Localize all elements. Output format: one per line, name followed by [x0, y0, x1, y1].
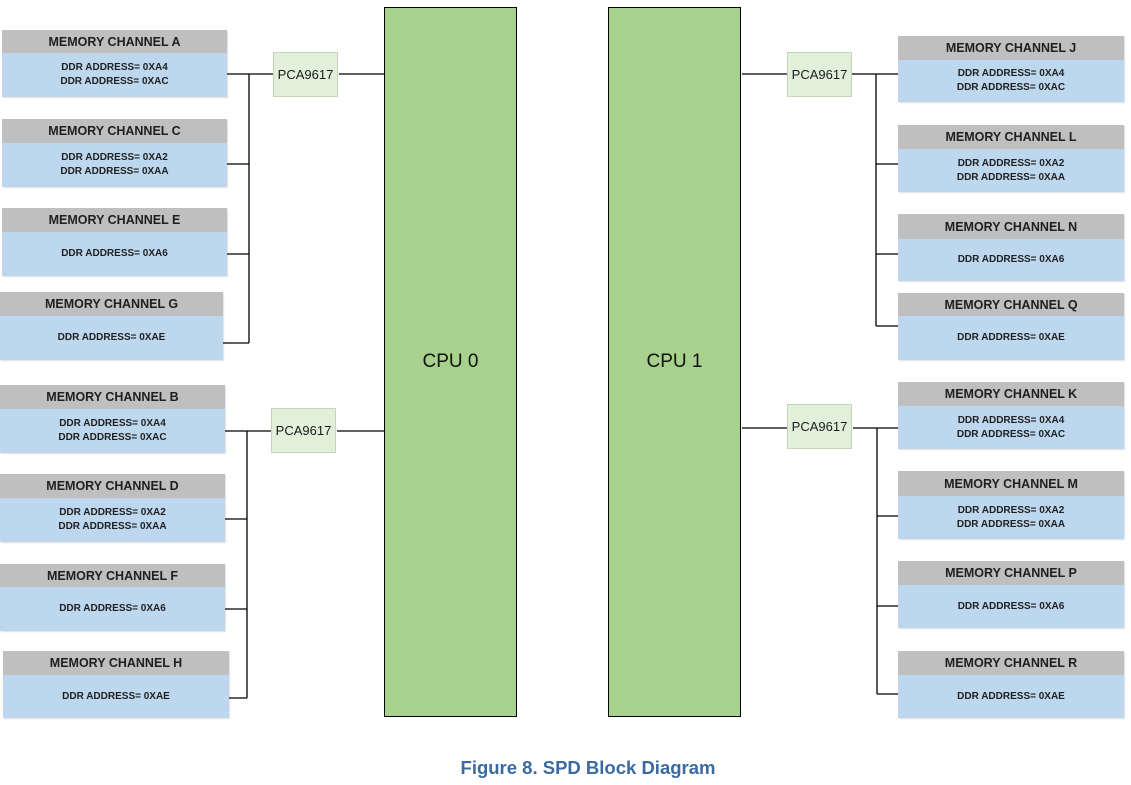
ddr-address: DDR ADDRESS= 0XAE — [57, 332, 166, 343]
channel-addresses: DDR ADDRESS= 0XAE — [3, 675, 229, 718]
memory-channel-h: MEMORY CHANNEL H DDR ADDRESS= 0XAE — [3, 651, 229, 718]
mux-cpu1-lower: PCA9617 — [787, 404, 852, 449]
channel-title: MEMORY CHANNEL G — [0, 292, 223, 316]
channel-title: MEMORY CHANNEL B — [0, 385, 225, 409]
channel-addresses: DDR ADDRESS= 0XA2 DDR ADDRESS= 0XAA — [0, 498, 225, 542]
ddr-address: DDR ADDRESS= 0XAC — [58, 432, 167, 443]
mux-label: PCA9617 — [791, 419, 848, 434]
memory-channel-k: MEMORY CHANNEL K DDR ADDRESS= 0XA4 DDR A… — [898, 382, 1124, 449]
cpu-0-label: CPU 0 — [422, 350, 479, 372]
channel-title: MEMORY CHANNEL N — [898, 214, 1124, 239]
ddr-address: DDR ADDRESS= 0XA2 — [957, 504, 1065, 516]
channel-title: MEMORY CHANNEL A — [2, 30, 227, 53]
figure-caption: Figure 8. SPD Block Diagram — [460, 757, 716, 778]
channel-title: MEMORY CHANNEL J — [898, 36, 1124, 60]
ddr-address: DDR ADDRESS= 0XAC — [956, 82, 1066, 93]
ddr-address: DDR ADDRESS= 0XA2 — [61, 152, 168, 163]
channel-title: MEMORY CHANNEL F — [0, 564, 225, 587]
ddr-address: DDR ADDRESS= 0XA4 — [59, 418, 166, 429]
channel-title: MEMORY CHANNEL M — [898, 471, 1124, 496]
ddr-address: DDR ADDRESS= 0XA6 — [957, 254, 1065, 265]
ddr-address: DDR ADDRESS= 0XAA — [956, 171, 1066, 183]
ddr-address: DDR ADDRESS= 0XA4 — [61, 62, 168, 73]
ddr-address: DDR ADDRESS= 0XAA — [956, 518, 1066, 530]
mux-cpu1-upper: PCA9617 — [787, 52, 852, 97]
channel-addresses: DDR ADDRESS= 0XA2 DDR ADDRESS= 0XAA — [898, 149, 1124, 192]
mux-label: PCA9617 — [791, 67, 848, 82]
ddr-address: DDR ADDRESS= 0XAE — [957, 690, 1065, 702]
ddr-address: DDR ADDRESS= 0XAA — [60, 166, 169, 177]
memory-channel-g: MEMORY CHANNEL G DDR ADDRESS= 0XAE — [0, 292, 223, 360]
memory-channel-e: MEMORY CHANNEL E DDR ADDRESS= 0XA6 — [2, 208, 227, 276]
memory-channel-j: MEMORY CHANNEL J DDR ADDRESS= 0XA4 DDR A… — [898, 36, 1124, 102]
channel-addresses: DDR ADDRESS= 0XA4 DDR ADDRESS= 0XAC — [2, 53, 227, 97]
ddr-address: DDR ADDRESS= 0XA2 — [59, 507, 166, 518]
channel-title: MEMORY CHANNEL P — [898, 561, 1124, 585]
ddr-address: DDR ADDRESS= 0XAC — [956, 428, 1066, 440]
ddr-address: DDR ADDRESS= 0XAC — [60, 76, 169, 87]
mux-cpu0-upper: PCA9617 — [273, 52, 338, 97]
channel-title: MEMORY CHANNEL E — [2, 208, 227, 232]
channel-addresses: DDR ADDRESS= 0XA2 DDR ADDRESS= 0XAA — [2, 143, 227, 187]
channel-title: MEMORY CHANNEL Q — [898, 293, 1124, 316]
channel-title: MEMORY CHANNEL H — [3, 651, 229, 675]
memory-channel-m: MEMORY CHANNEL M DDR ADDRESS= 0XA2 DDR A… — [898, 471, 1124, 539]
memory-channel-l: MEMORY CHANNEL L DDR ADDRESS= 0XA2 DDR A… — [898, 125, 1124, 192]
memory-channel-b: MEMORY CHANNEL B DDR ADDRESS= 0XA4 DDR A… — [0, 385, 225, 453]
ddr-address: DDR ADDRESS= 0XA6 — [59, 603, 166, 614]
mux-label: PCA9617 — [277, 67, 334, 82]
channel-title: MEMORY CHANNEL L — [898, 125, 1124, 149]
channel-title: MEMORY CHANNEL K — [898, 382, 1124, 406]
ddr-address: DDR ADDRESS= 0XAA — [58, 521, 167, 532]
cpu-1-label: CPU 1 — [646, 350, 703, 372]
mux-label: PCA9617 — [275, 423, 332, 438]
ddr-address: DDR ADDRESS= 0XA2 — [957, 157, 1065, 169]
ddr-address: DDR ADDRESS= 0XA4 — [957, 414, 1065, 426]
memory-channel-f: MEMORY CHANNEL F DDR ADDRESS= 0XA6 — [0, 564, 225, 631]
channel-addresses: DDR ADDRESS= 0XA4 DDR ADDRESS= 0XAC — [0, 409, 225, 453]
memory-channel-c: MEMORY CHANNEL C DDR ADDRESS= 0XA2 DDR A… — [2, 119, 227, 187]
channel-addresses: DDR ADDRESS= 0XA2 DDR ADDRESS= 0XAA — [898, 496, 1124, 539]
memory-channel-n: MEMORY CHANNEL N DDR ADDRESS= 0XA6 — [898, 214, 1124, 281]
cpu-0-block: CPU 0 — [384, 7, 517, 717]
memory-channel-r: MEMORY CHANNEL R DDR ADDRESS= 0XAE — [898, 651, 1124, 718]
channel-addresses: DDR ADDRESS= 0XAE — [898, 316, 1124, 360]
memory-channel-d: MEMORY CHANNEL D DDR ADDRESS= 0XA2 DDR A… — [0, 474, 225, 542]
ddr-address: DDR ADDRESS= 0XA6 — [957, 600, 1065, 612]
channel-addresses: DDR ADDRESS= 0XAE — [898, 675, 1124, 718]
memory-channel-a: MEMORY CHANNEL A DDR ADDRESS= 0XA4 DDR A… — [2, 30, 227, 97]
memory-channel-q: MEMORY CHANNEL Q DDR ADDRESS= 0XAE — [898, 293, 1124, 360]
channel-addresses: DDR ADDRESS= 0XA6 — [898, 585, 1124, 628]
ddr-address: DDR ADDRESS= 0XAE — [957, 332, 1065, 343]
channel-addresses: DDR ADDRESS= 0XA4 DDR ADDRESS= 0XAC — [898, 60, 1124, 102]
memory-channel-p: MEMORY CHANNEL P DDR ADDRESS= 0XA6 — [898, 561, 1124, 628]
ddr-address: DDR ADDRESS= 0XAE — [62, 690, 170, 702]
cpu-1-block: CPU 1 — [608, 7, 741, 717]
mux-cpu0-lower: PCA9617 — [271, 408, 336, 453]
channel-addresses: DDR ADDRESS= 0XA6 — [2, 232, 227, 276]
channel-title: MEMORY CHANNEL R — [898, 651, 1124, 675]
ddr-address: DDR ADDRESS= 0XA4 — [957, 68, 1065, 79]
ddr-address: DDR ADDRESS= 0XA6 — [61, 248, 168, 259]
channel-addresses: DDR ADDRESS= 0XA6 — [0, 587, 225, 631]
channel-addresses: DDR ADDRESS= 0XA6 — [898, 239, 1124, 281]
channel-title: MEMORY CHANNEL C — [2, 119, 227, 143]
channel-title: MEMORY CHANNEL D — [0, 474, 225, 498]
channel-addresses: DDR ADDRESS= 0XA4 DDR ADDRESS= 0XAC — [898, 406, 1124, 449]
channel-addresses: DDR ADDRESS= 0XAE — [0, 316, 223, 360]
